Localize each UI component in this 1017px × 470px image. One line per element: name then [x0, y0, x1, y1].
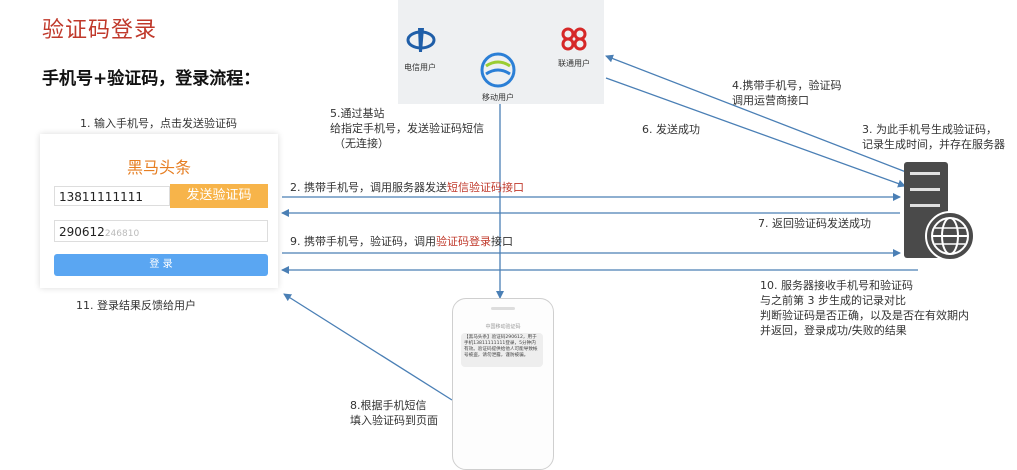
server-icon [904, 162, 974, 261]
globe-icon [925, 211, 974, 261]
unicom-label: 联通用户 [558, 59, 590, 68]
step1-note: 1. 输入手机号，点击发送验证码 [80, 117, 237, 130]
step3-note: 3. 为此手机号生成验证码， 记录生成时间，并存在服务器 [862, 123, 1005, 151]
page-title: 验证码登录 [42, 18, 158, 43]
step5-note: 5.通过基站 给指定手机号，发送验证码短信 （无连接） [330, 107, 484, 150]
brand-title: 黑马头条 [126, 158, 191, 177]
code-input[interactable]: 290612246810 [54, 220, 268, 242]
arrow-step4 [605, 54, 907, 173]
phone-speaker [491, 307, 515, 310]
step2-note: 2. 携带手机号，调用服务器发送短信验证码接口 [290, 181, 524, 194]
sms-message: 【黑马头条】验证码290612，用于手机13811111111登录，5分钟内有效… [461, 333, 543, 367]
login-card: 黑马头条 13811111111 发送验证码 290612246810 登 录 [40, 134, 278, 288]
code-placeholder: 246810 [104, 229, 140, 239]
step11-note: 11. 登录结果反馈给用户 [76, 299, 196, 312]
code-value: 290612 [59, 225, 105, 239]
step4-note: 4.携带手机号，验证码 调用运营商接口 [732, 79, 842, 107]
phone-input[interactable]: 13811111111 [54, 186, 170, 206]
step8-note: 8.根据手机短信 填入验证码到页面 [350, 399, 438, 427]
telecom-logo-icon [406, 28, 436, 52]
arrow-step8 [283, 293, 453, 401]
step9-note: 9. 携带手机号，验证码，调用验证码登录接口 [290, 235, 513, 248]
send-code-button[interactable]: 发送验证码 [170, 184, 268, 208]
smartphone-icon: 中国移动验证码 【黑马头条】验证码290612，用于手机13811111111登… [452, 298, 554, 470]
arrow-step6 [605, 77, 906, 188]
unicom-logo-icon [561, 27, 587, 51]
telecom-label: 电信用户 [404, 63, 436, 72]
carrier-panel: 电信用户 移动用户 联通用户 [398, 0, 604, 104]
login-button[interactable]: 登 录 [54, 254, 268, 276]
step10-note: 10. 服务器接收手机号和验证码 与之前第 3 步生成的记录对比 判断验证码是否… [760, 279, 969, 337]
sms-sender: 中国移动验证码 [485, 324, 521, 330]
step6-note: 6. 发送成功 [642, 123, 700, 136]
flow-subtitle: 手机号+验证码，登录流程： [42, 69, 261, 89]
mobile-label: 移动用户 [482, 93, 514, 102]
china-mobile-logo-icon [480, 52, 516, 88]
step7-note: 7. 返回验证码发送成功 [758, 217, 871, 230]
